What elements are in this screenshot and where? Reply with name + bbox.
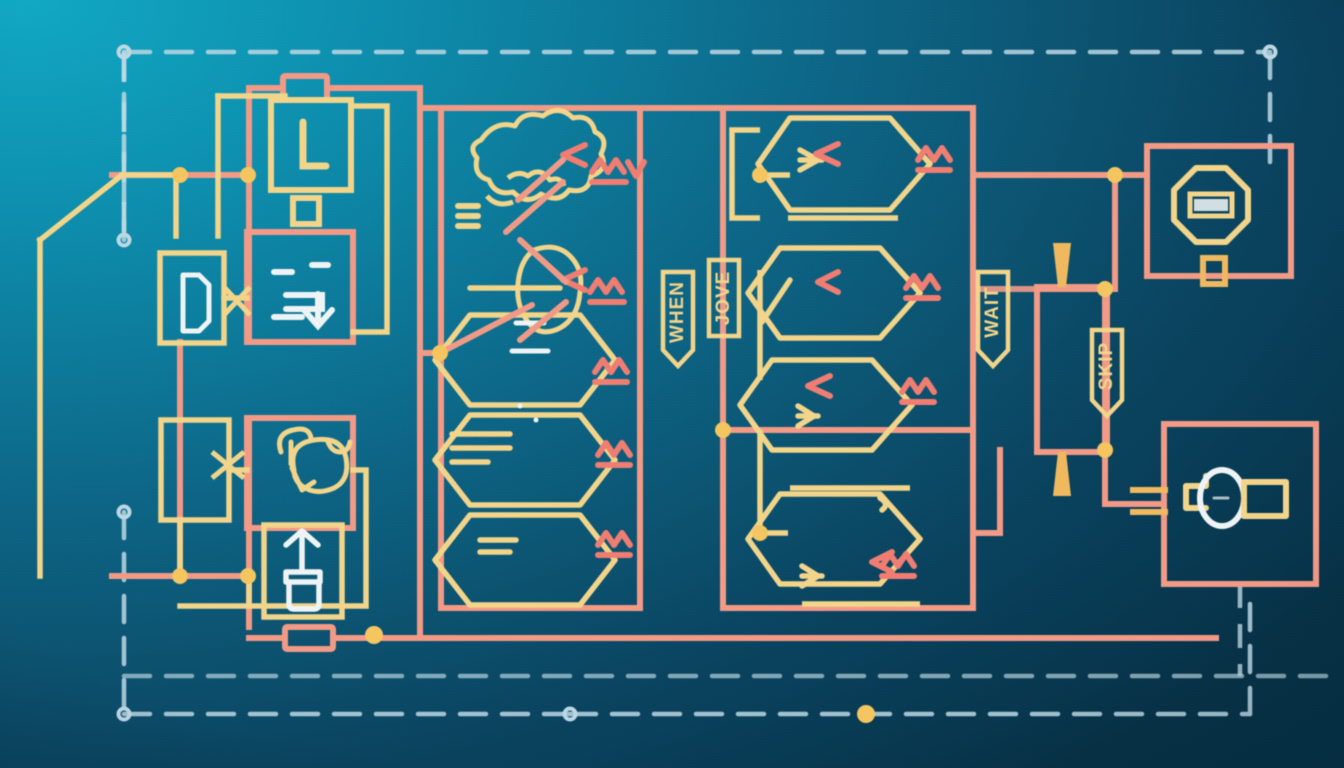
octagon-stop-icon xyxy=(1171,165,1251,287)
junction-right-mid xyxy=(715,422,731,438)
junction-center-left xyxy=(432,345,448,361)
center-arrow-gold-ticks xyxy=(449,285,563,555)
junction-skip-bottom xyxy=(1097,442,1113,458)
dashed-route-endpoints xyxy=(116,44,1278,722)
tag-when[interactable]: WHEN xyxy=(660,269,696,370)
block-resistor-bottom xyxy=(282,624,336,652)
salmon-wire-network xyxy=(109,85,1219,641)
block-octagon-panel xyxy=(1144,143,1294,279)
tag-love-text: JOVE xyxy=(713,271,734,326)
block-connector-panel xyxy=(1161,421,1319,587)
gold-wire-network xyxy=(36,93,390,620)
center-blob-shape xyxy=(515,244,584,335)
block-small-square xyxy=(290,195,322,227)
bracket-cross-gold xyxy=(222,285,252,317)
center-cloud-shape xyxy=(470,108,607,207)
block-resistor-top xyxy=(280,73,330,103)
chevron-accents xyxy=(560,141,895,575)
junction-bottom-mid xyxy=(365,626,383,644)
tag-wait-text: WAIT xyxy=(982,286,1003,338)
link-connector-icon xyxy=(1183,467,1289,529)
document-download-icon xyxy=(271,262,335,331)
block-sketch-panel xyxy=(244,415,356,531)
tag-when-text: WHEN xyxy=(667,281,688,343)
sketch-blob-icon xyxy=(277,426,353,494)
tag-skip[interactable]: SKIP xyxy=(1089,327,1125,420)
sketch-cross-gold xyxy=(210,450,246,480)
bracket-icon xyxy=(180,272,212,334)
junction-wire-right xyxy=(1107,167,1123,183)
block-skip-column xyxy=(1034,284,1110,455)
connector-feed-lines xyxy=(1130,487,1168,515)
letter-l-box-icon xyxy=(268,97,354,193)
junction-skip-top xyxy=(1097,281,1113,297)
junction-lower-left-b xyxy=(240,568,256,584)
center-cloud-stem xyxy=(455,203,481,229)
junction-lower-left-a xyxy=(172,568,188,584)
center-diagonal-leads xyxy=(437,157,569,356)
junction-right-upper xyxy=(752,167,768,183)
tag-skip-text: SKIP xyxy=(1096,342,1117,390)
amber-taper-connectors xyxy=(1053,243,1071,496)
panel-frames-salmon xyxy=(244,73,1319,652)
junction-top-left xyxy=(172,167,188,183)
right-arrow-glyphs xyxy=(759,147,889,589)
right-arrow-blocks xyxy=(737,115,933,587)
block-download-panel xyxy=(244,229,356,345)
tag-love[interactable]: JOVE xyxy=(706,257,742,339)
squiggle-accents xyxy=(587,145,953,579)
outer-dashed-route xyxy=(121,49,1333,717)
center-arrow-blocks xyxy=(432,312,618,608)
junction-upper-left xyxy=(240,167,256,183)
upload-jar-icon xyxy=(283,528,323,612)
tag-wait[interactable]: WAIT xyxy=(975,269,1011,370)
junction-dots xyxy=(172,167,1123,723)
junction-dashed-bottom xyxy=(857,705,875,723)
junction-right-lower xyxy=(752,525,768,541)
